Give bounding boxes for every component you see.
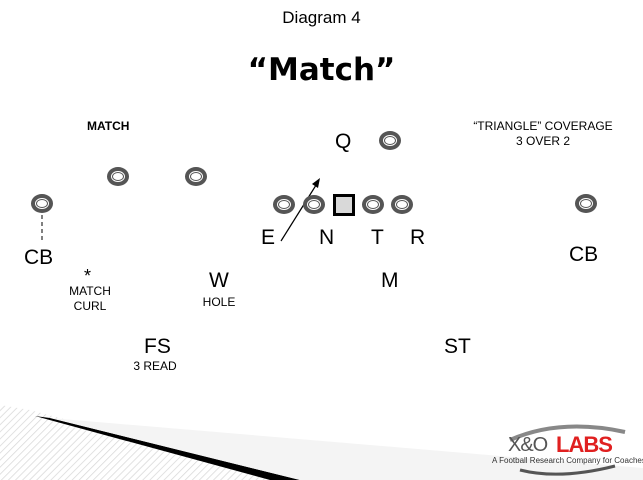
arrowhead-icon [312, 178, 320, 188]
note-coverage-line1: “TRIANGLE” COVERAGE [473, 119, 613, 133]
diagram-number: Diagram 4 [282, 8, 361, 27]
offense-player-slot [107, 167, 129, 186]
page-title: “Match” [247, 52, 396, 88]
logo-brand-right: LABS [556, 432, 613, 457]
black-swoosh [35, 416, 300, 480]
offense-player-line-1 [273, 195, 295, 214]
label-fs: FS [144, 335, 171, 358]
cb-assignment-2: CURL [73, 299, 107, 313]
label-w: W [209, 269, 229, 292]
offense-player-flanker [575, 194, 597, 213]
w-assignment: HOLE [202, 295, 236, 309]
label-q: Q [335, 130, 352, 153]
label-n: N [319, 226, 335, 249]
label-e: E [261, 226, 276, 249]
xo-labs-logo: X&O LABS A Football Research Company for… [490, 418, 643, 478]
offense-player-qb [379, 131, 401, 150]
offense-player-line-3 [362, 195, 384, 214]
offense-player-line-2 [303, 195, 325, 214]
label-m: M [381, 269, 399, 292]
label-cb-right: CB [569, 243, 599, 266]
asterisk-icon: * [84, 266, 92, 286]
note-match: MATCH [87, 119, 130, 133]
logo-swoosh-icon [509, 424, 626, 476]
offense-center [333, 194, 355, 216]
note-coverage-line2: 3 OVER 2 [515, 134, 571, 148]
logo-brand-left: X&O [508, 434, 548, 456]
label-cb-left: CB [24, 246, 54, 269]
e-rush-arrow [280, 181, 319, 242]
label-r: R [410, 226, 426, 249]
grey-swoosh [50, 418, 643, 480]
offense-player-split-end [31, 194, 53, 213]
fs-assignment: 3 READ [133, 359, 177, 373]
cb-assignment-1: MATCH [69, 284, 111, 298]
offense-player-wing [185, 167, 207, 186]
label-st: ST [444, 335, 471, 358]
offense-player-line-4 [391, 195, 413, 214]
logo-tagline: A Football Research Company for Coaches [492, 456, 643, 465]
label-t: T [371, 226, 384, 249]
